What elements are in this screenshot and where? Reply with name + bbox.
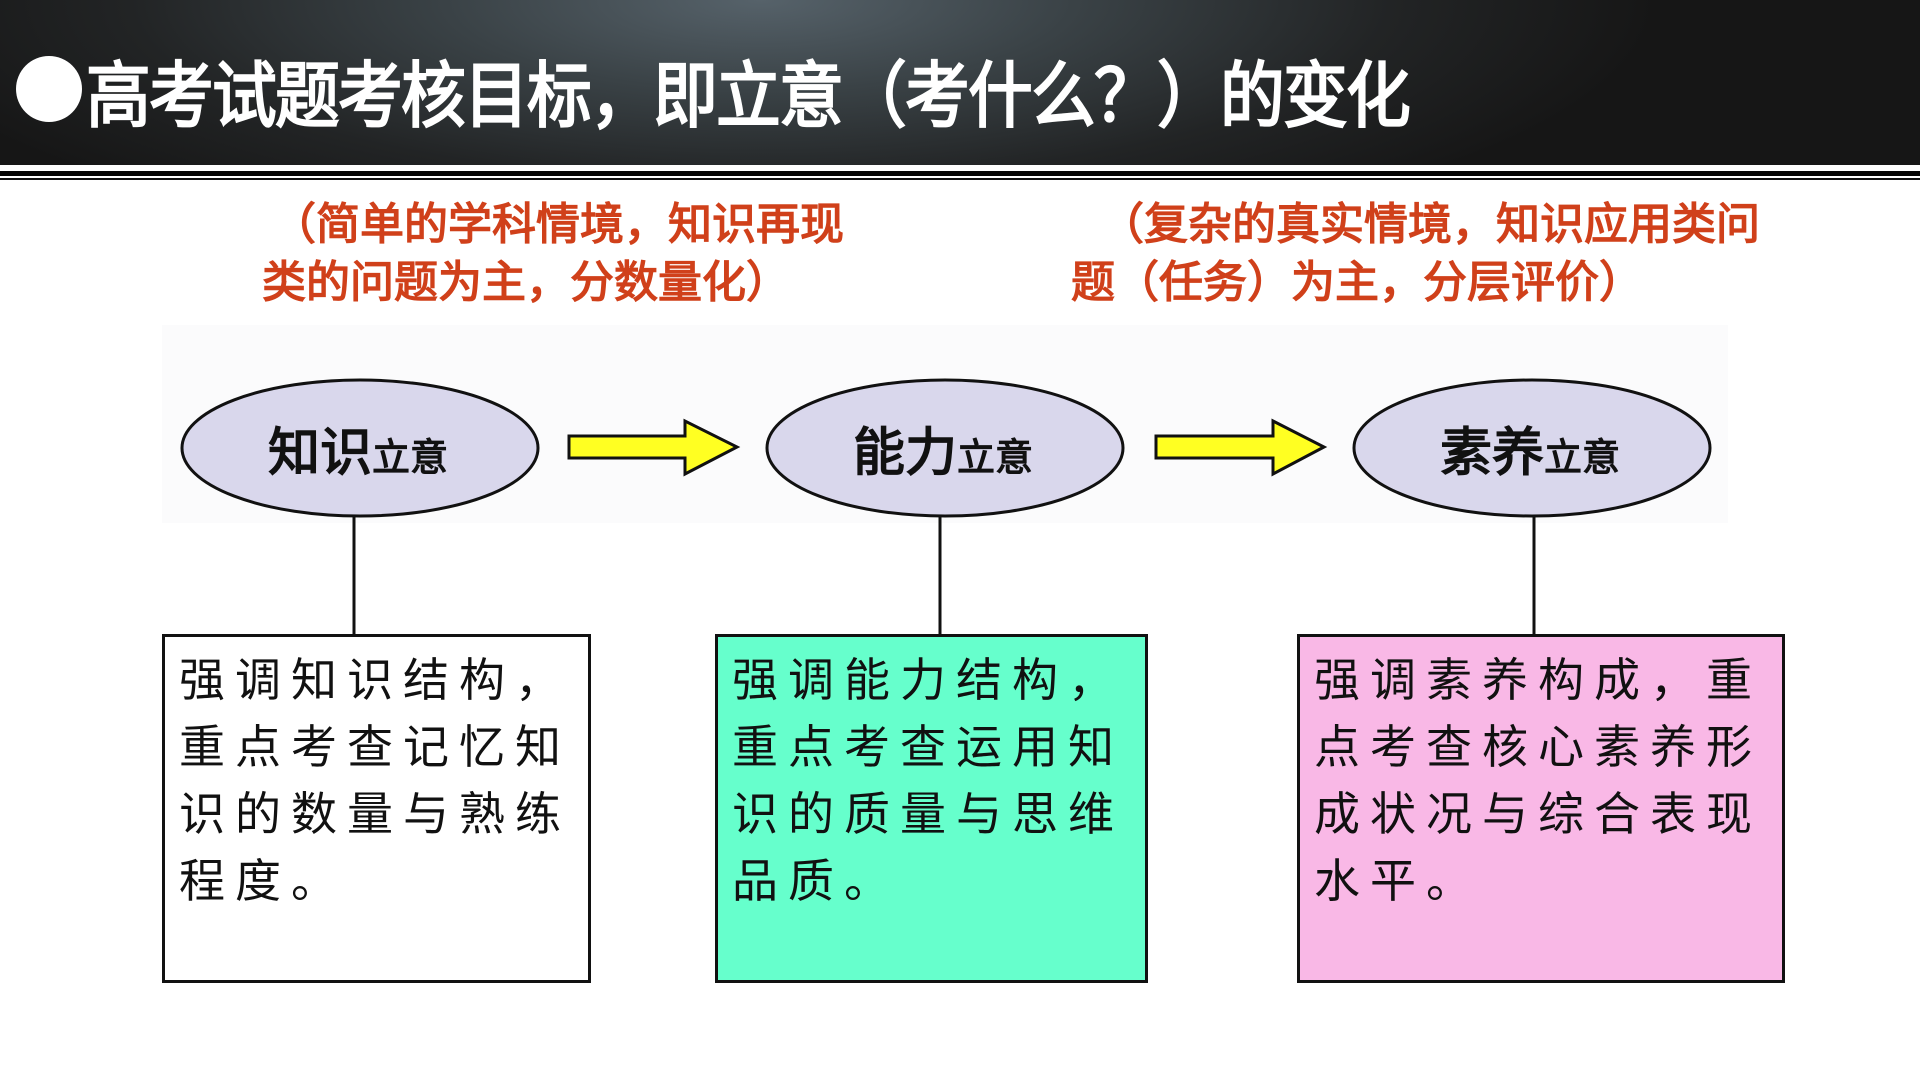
description-text: 强调知识结构，重点考查记忆知识的数量与熟练程度。 <box>179 653 571 908</box>
flow-node-knowledge-shape <box>180 378 540 518</box>
title-divider-thick <box>0 171 1920 176</box>
title-divider-thin <box>0 178 1920 180</box>
arrow-right-icon <box>567 418 741 477</box>
arrow-right-icon <box>1154 418 1328 477</box>
annotation-right-line2: 题（任务）为主，分层评价） <box>1071 257 1643 308</box>
description-box-ability: 强调能力结构，重点考查运用知识的质量与思维品质。 <box>715 634 1148 983</box>
description-text: 强调能力结构，重点考查运用知识的质量与思维品质。 <box>732 653 1124 908</box>
slide-title: 高考试题考核目标，即立意（考什么？）的变化 <box>16 44 1556 137</box>
node-suffix-label: 立意 <box>372 435 449 480</box>
annotation-left-line2: 类的问题为主，分数量化） <box>262 257 790 308</box>
flow-node-literacy: 素养立意 <box>1440 411 1620 486</box>
description-box-knowledge: 强调知识结构，重点考查记忆知识的数量与熟练程度。 <box>162 634 591 983</box>
node-main-label: 能力 <box>852 423 957 484</box>
title-banner: 高考试题考核目标，即立意（考什么？）的变化 <box>0 0 1920 165</box>
node-main-label: 素养 <box>1439 423 1544 484</box>
node-suffix-label: 立意 <box>1544 435 1621 480</box>
flow-node-ability-shape <box>765 378 1125 518</box>
description-box-literacy: 强调素养构成，重点考查核心素养形成状况与综合表现水平。 <box>1297 634 1785 983</box>
node-main-label: 知识 <box>267 423 372 484</box>
node-suffix-label: 立意 <box>957 435 1034 480</box>
bullet-circle-icon <box>16 56 82 122</box>
annotation-right-line1: （复杂的真实情境，知识应用类问 <box>1100 199 1760 250</box>
flow-node-literacy-shape <box>1352 378 1712 518</box>
flow-node-knowledge: 知识立意 <box>268 411 448 486</box>
annotation-left-line1: （简单的学科情境，知识再现 <box>272 199 844 250</box>
description-text: 强调素养构成，重点考查核心素养形成状况与综合表现水平。 <box>1314 653 1762 908</box>
flow-node-ability: 能力立意 <box>853 411 1033 486</box>
slide-title-text: 高考试题考核目标，即立意（考什么？）的变化 <box>86 56 1411 137</box>
